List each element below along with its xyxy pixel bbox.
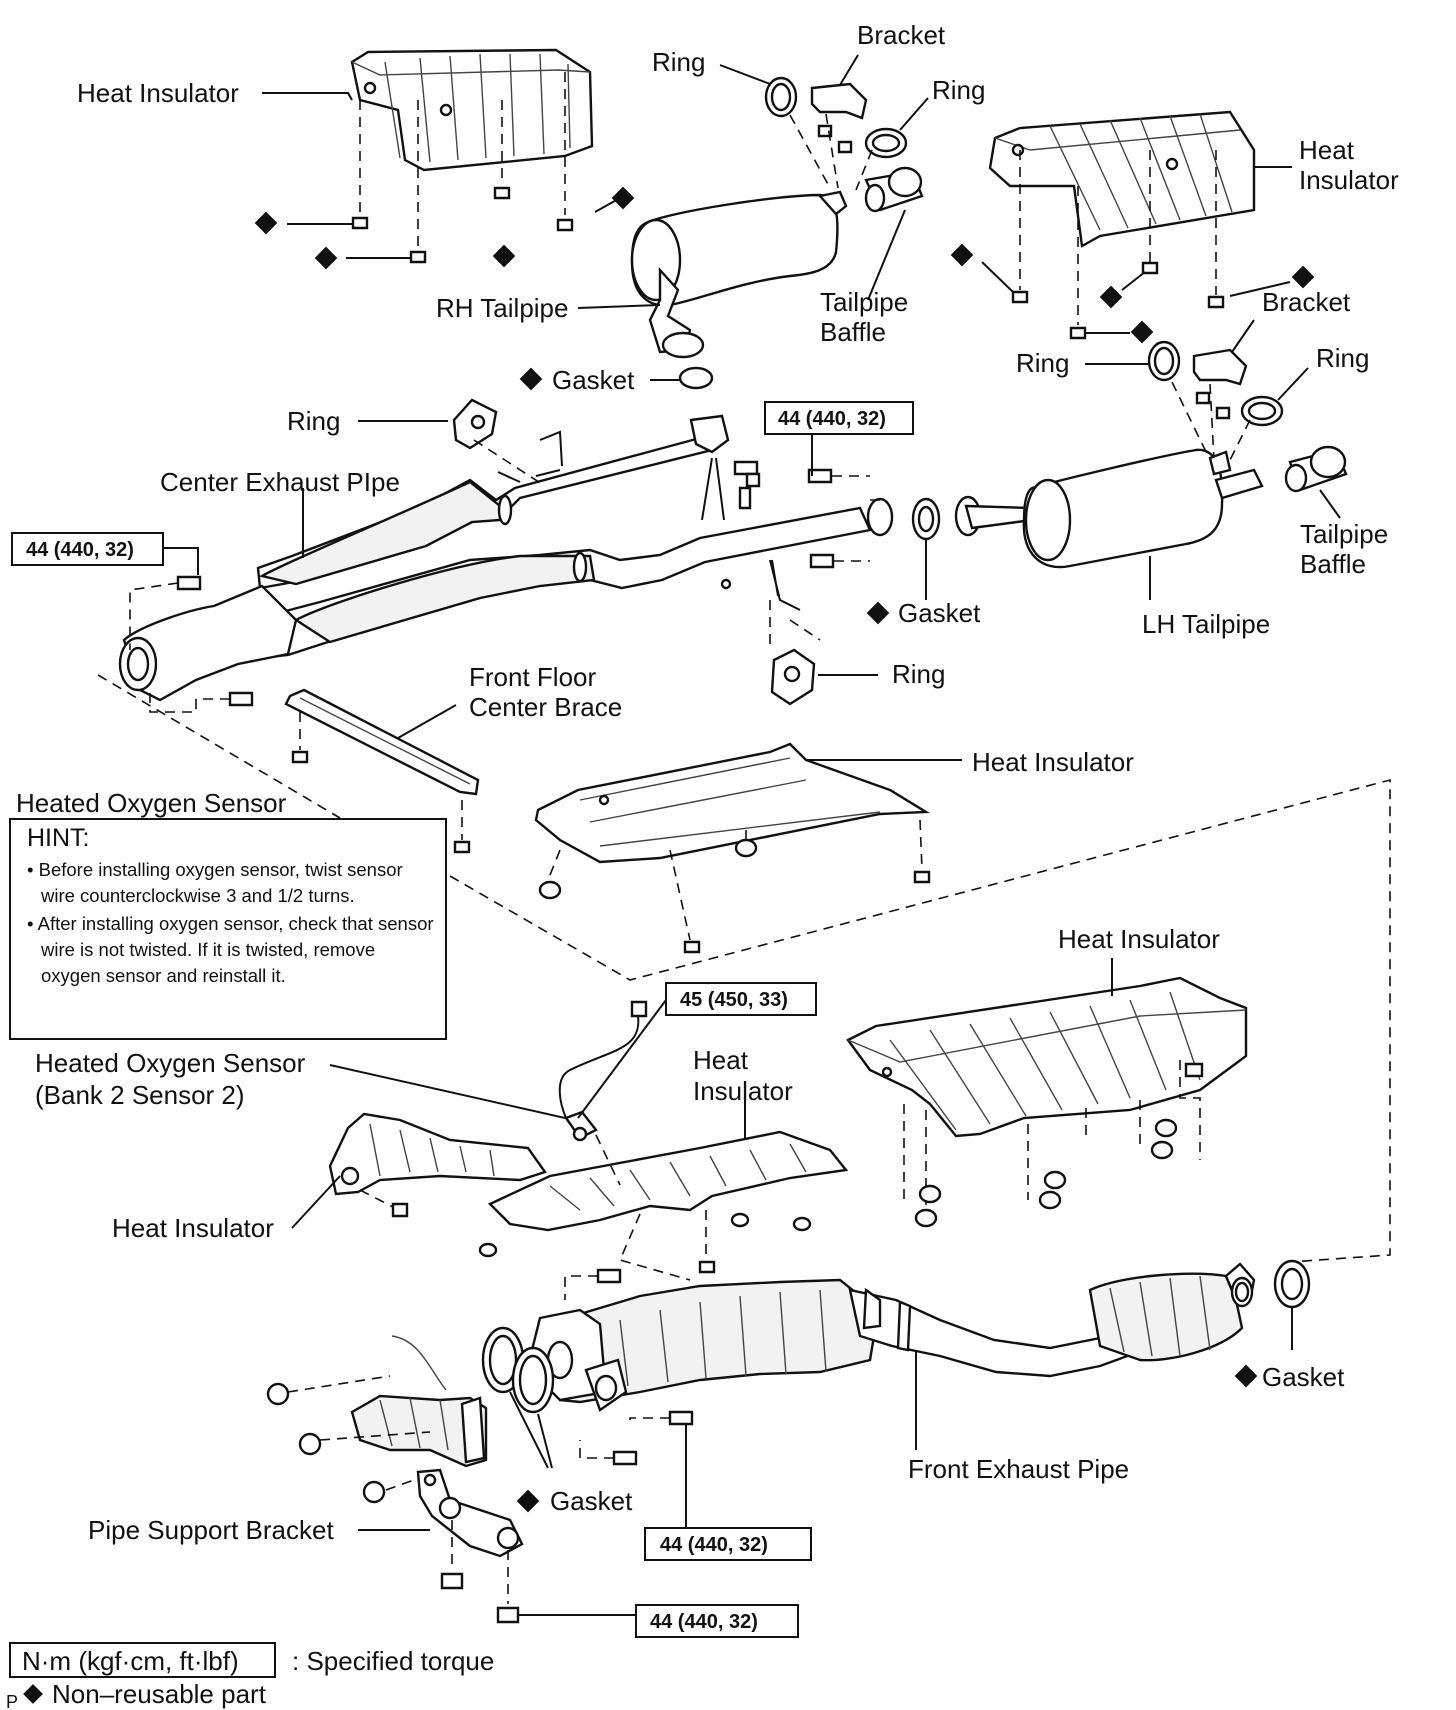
legend-torque-box: [9, 1642, 276, 1678]
pipe-support-bracket-part: [416, 1468, 524, 1558]
label-heat-insulator-rear-lh-1: Heat: [1299, 135, 1355, 165]
label-tailpipe-baffle-lh-2: Baffle: [1300, 549, 1366, 579]
label-tailpipe-baffle-lh-1: Tailpipe: [1300, 519, 1388, 549]
hint-box: HINT: Before installing oxygen sensor, t…: [9, 818, 447, 1040]
label-lh-tailpipe: LH Tailpipe: [1142, 609, 1270, 639]
label-heat-insulator-mid-2: Insulator: [693, 1076, 793, 1106]
label-ring-right-left: Ring: [1016, 348, 1069, 378]
label-bracket-right: Bracket: [1262, 287, 1351, 317]
label-bracket-top: Bracket: [857, 20, 946, 50]
torque-oxygen-sensor: 45 (450, 33): [680, 989, 788, 1011]
label-heat-insulator-mid-1: Heat: [693, 1045, 749, 1075]
torque-box-front-pipe-stud: [644, 1527, 812, 1561]
heat-insulator-mid-part: [487, 1130, 849, 1232]
label-ring-top-right: Ring: [932, 75, 985, 105]
nonreusable-mark: [1234, 1364, 1258, 1388]
label-ring-lower: Ring: [892, 659, 945, 689]
ring-lower-part: [770, 648, 816, 706]
label-tailpipe-baffle-rh-1: Tailpipe: [820, 287, 908, 317]
torque-box-oxygen-sensor: [665, 982, 817, 1016]
label-gasket-lower: Gasket: [550, 1486, 633, 1516]
nonreusable-mark: [314, 246, 338, 270]
heat-insulator-rear-lh-bolts: [950, 150, 1315, 344]
rh-tailpipe-part: [630, 190, 848, 359]
torque-box-center-front: [11, 532, 164, 566]
label-ring-center: Ring: [287, 406, 340, 436]
heat-insulator-floor-part: [534, 742, 930, 864]
bracket-top-part: [810, 82, 868, 154]
gasket-upper-part: [678, 366, 714, 390]
center-exhaust-pipe-part: [118, 423, 894, 702]
nonreusable-mark: [866, 601, 890, 625]
label-gasket-upper: Gasket: [552, 365, 635, 395]
hint-item: Before installing oxygen sensor, twist s…: [27, 857, 437, 909]
label-heated-oxygen-sensor: Heated Oxygen Sensor: [16, 788, 287, 818]
label-o2-sensor-b2s2-2: (Bank 2 Sensor 2): [35, 1080, 245, 1110]
label-heat-insulator-rear-lh-2: Insulator: [1299, 165, 1399, 195]
heat-insulator-rear-lh-part: [988, 110, 1256, 248]
nonreusable-mark: [254, 211, 278, 235]
front-floor-center-brace-part: [284, 688, 480, 796]
label-heat-insulator-floor: Heat Insulator: [972, 747, 1134, 777]
heat-insulator-front-left-part: [328, 1112, 547, 1196]
heated-oxygen-sensor-b2s2-part: [558, 1000, 648, 1142]
ring-center-part: [452, 398, 498, 450]
bracket-right-part: [1192, 348, 1248, 420]
label-rh-tailpipe: RH Tailpipe: [436, 293, 568, 323]
nonreusable-mark: [1291, 265, 1315, 289]
tailpipe-baffle-rh-part: [864, 166, 924, 213]
label-heat-insulator-rear-rh: Heat Insulator: [77, 78, 239, 108]
label-center-exhaust-pipe: Center Exhaust PIpe: [160, 467, 400, 497]
nonreusable-mark: [519, 367, 543, 391]
label-heat-insulator-front-left: Heat Insulator: [112, 1213, 274, 1243]
torque-box-support-bracket: [635, 1604, 799, 1638]
legend-torque-desc: : Specified torque: [292, 1646, 494, 1676]
nonreusable-mark: [516, 1489, 540, 1513]
nonreusable-mark: [1099, 285, 1123, 309]
legend-nonreusable: Non–reusable part: [52, 1679, 267, 1709]
label-o2-sensor-b2s2-1: Heated Oxygen Sensor: [35, 1048, 306, 1078]
torque-center-front: 44 (440, 32): [26, 539, 134, 561]
label-front-floor-brace-1: Front Floor: [469, 662, 596, 692]
label-front-floor-brace-2: Center Brace: [469, 692, 622, 722]
torque-center-joint: 44 (440, 32): [778, 408, 886, 430]
label-gasket-center: Gasket: [898, 598, 981, 628]
nonreusable-mark: [492, 244, 516, 268]
corner-mark: P: [6, 1692, 18, 1710]
exhaust-manifold-part: [350, 1335, 488, 1468]
nonreusable-mark: [611, 186, 635, 210]
heat-insulator-front-upper-part: [846, 976, 1248, 1138]
label-ring-top-left: Ring: [652, 47, 705, 77]
torque-support-bracket: 44 (440, 32): [650, 1611, 758, 1633]
hint-item: After installing oxygen sensor, check th…: [27, 911, 437, 989]
heat-insulator-rear-rh-bolts: [254, 72, 635, 270]
legend-nonreusable-icon: [23, 1684, 43, 1704]
center-joint-hardware: [689, 414, 880, 569]
torque-front-pipe-stud: 44 (440, 32): [660, 1534, 768, 1556]
lh-tailpipe-part: [911, 448, 1264, 569]
label-front-exhaust-pipe: Front Exhaust Pipe: [908, 1454, 1129, 1484]
label-ring-right-right: Ring: [1316, 343, 1369, 373]
front-exhaust-pipe-part: [530, 1262, 1256, 1412]
nonreusable-mark: [950, 243, 974, 267]
legend-torque-unit: N·m (kgf·cm, ft·lbf): [22, 1646, 239, 1676]
label-pipe-support-bracket: Pipe Support Bracket: [88, 1515, 334, 1545]
torque-box-center-joint: [764, 401, 914, 435]
hint-list: Before installing oxygen sensor, twist s…: [27, 857, 437, 989]
nonreusable-mark: [1130, 320, 1154, 344]
label-tailpipe-baffle-rh-2: Baffle: [820, 317, 886, 347]
tailpipe-baffle-lh-part: [1284, 445, 1348, 493]
heat-insulator-rear-rh-part: [350, 48, 594, 172]
label-gasket-right: Gasket: [1262, 1362, 1345, 1392]
label-heat-insulator-front-upper: Heat Insulator: [1058, 924, 1220, 954]
hint-title: HINT:: [27, 824, 90, 852]
